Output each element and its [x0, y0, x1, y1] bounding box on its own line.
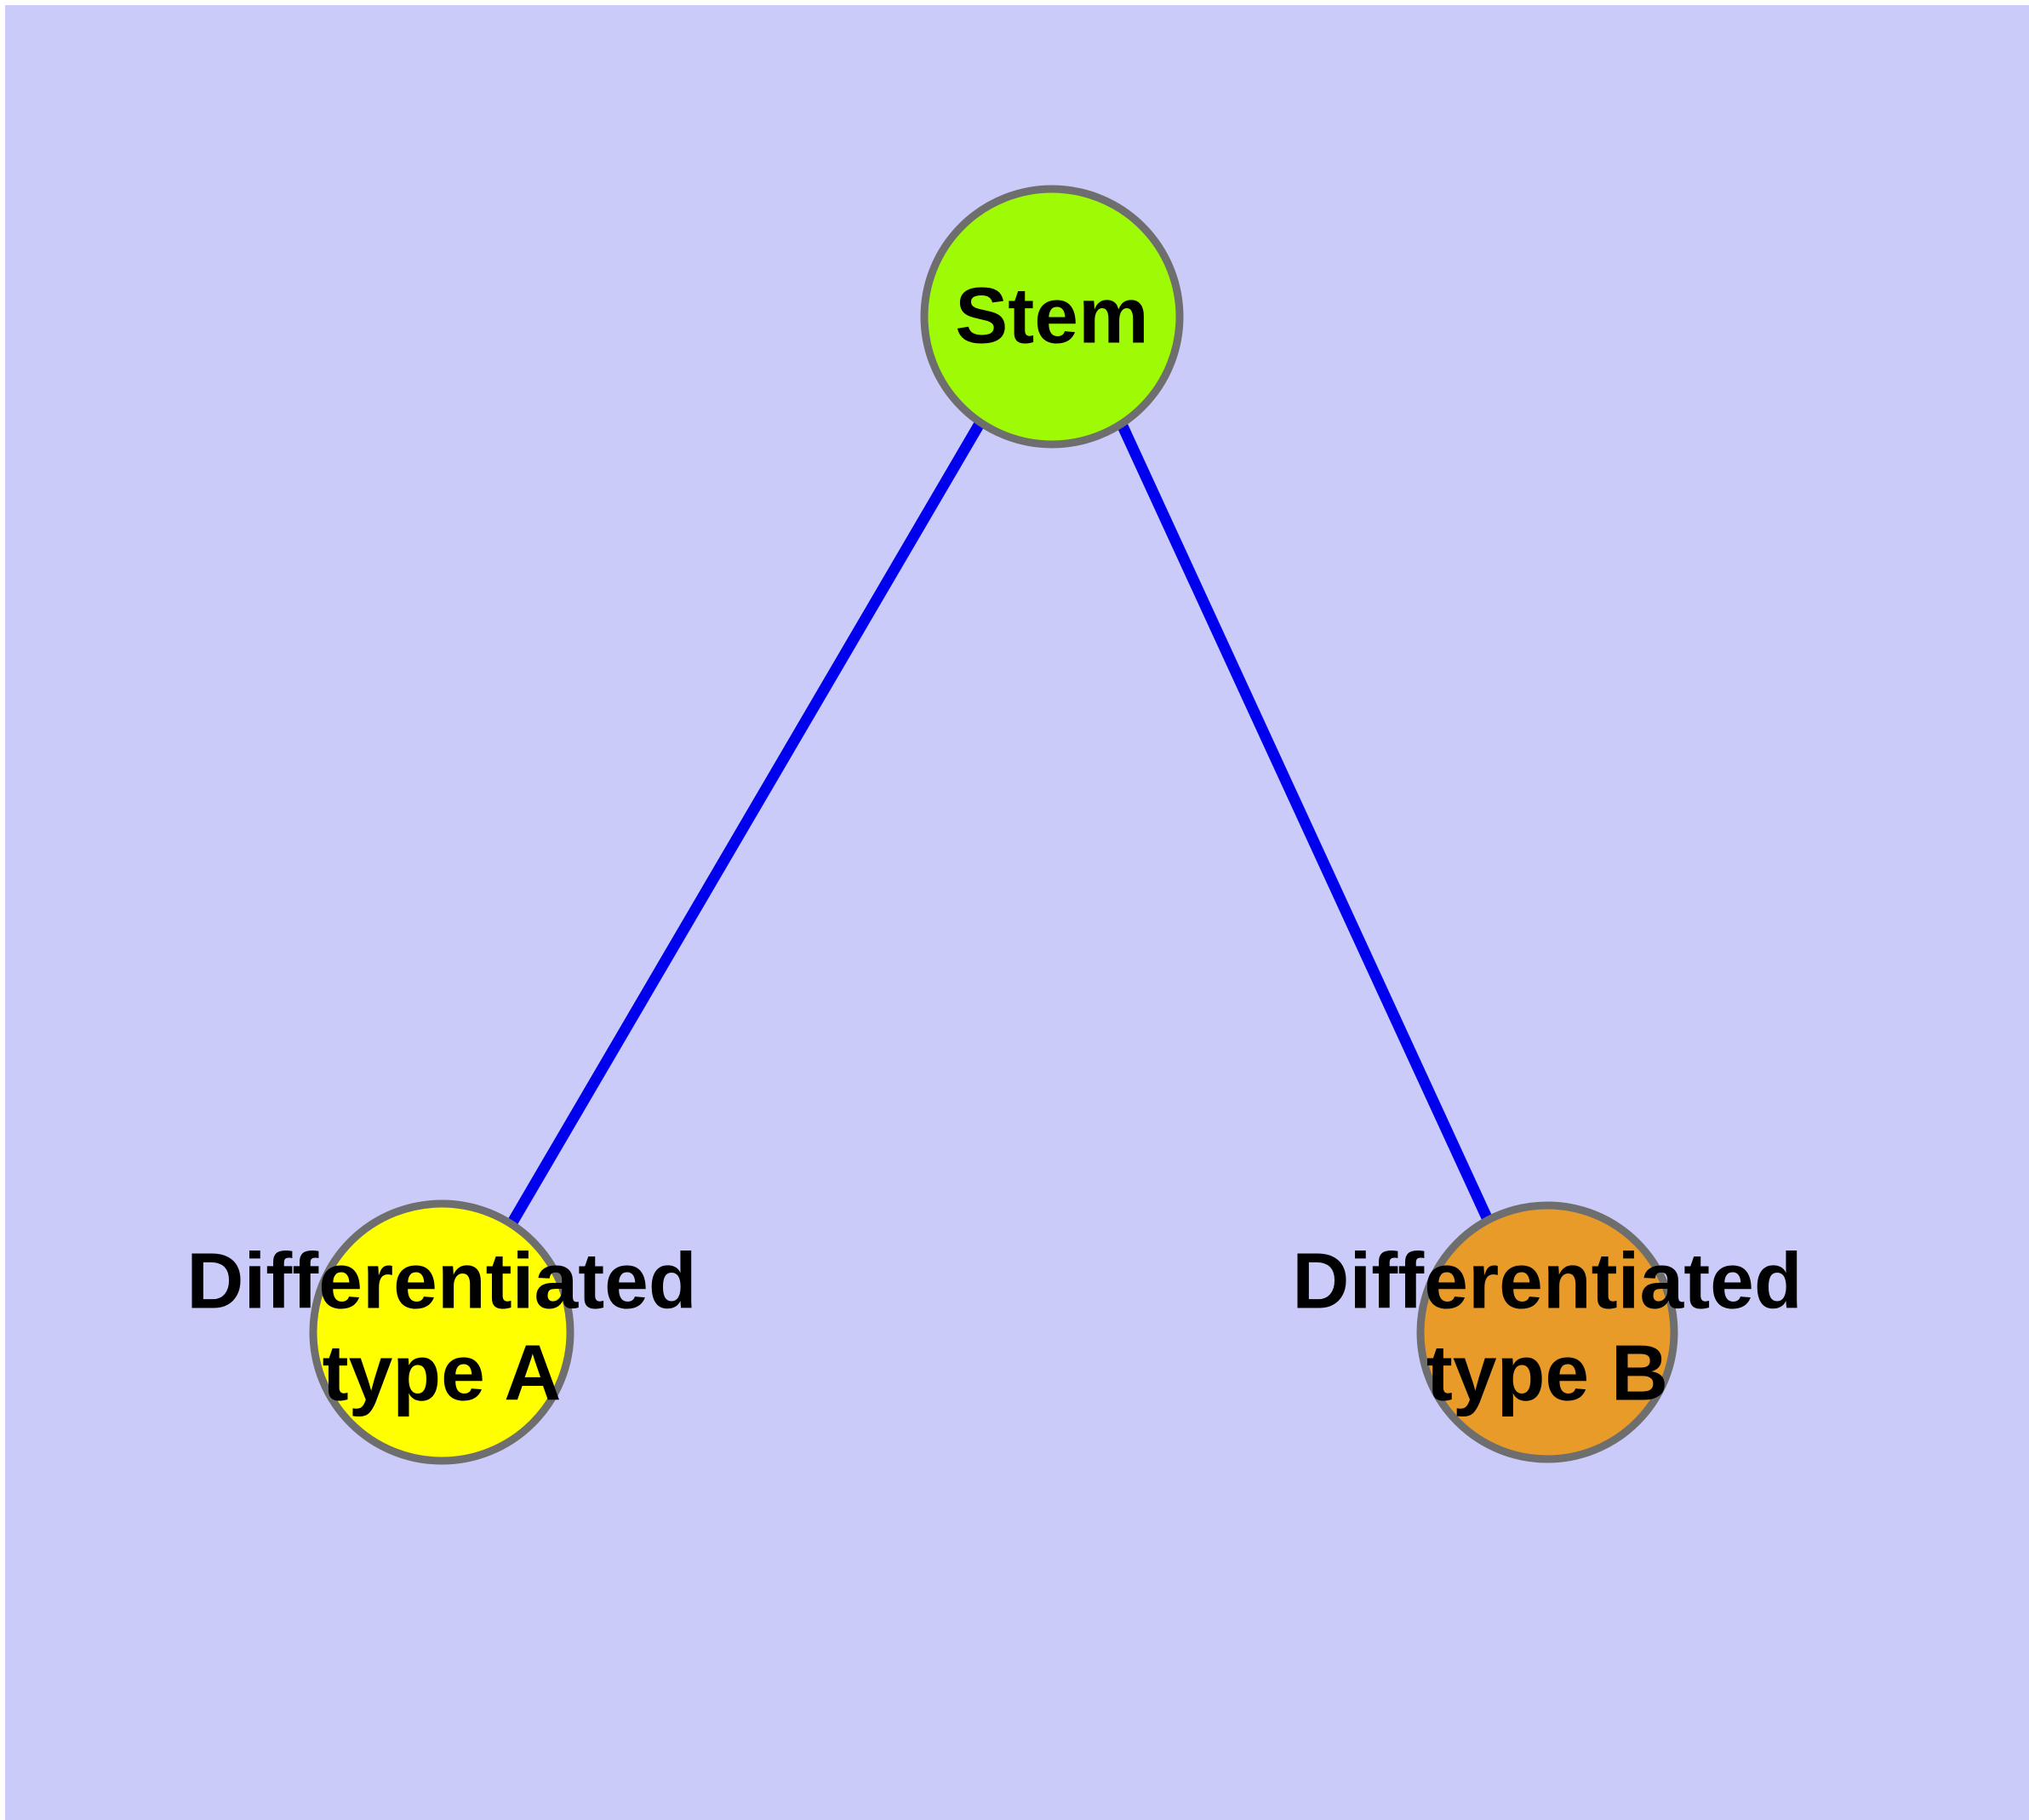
- node-differentiated-type-b[interactable]: Differentiated type B: [1292, 1201, 1803, 1463]
- node-layer: Stem Differentiated type A Differentiate…: [186, 185, 1803, 1465]
- node-differentiated-type-a-circle[interactable]: [309, 1199, 574, 1465]
- edge-layer: [507, 418, 1495, 1226]
- node-differentiated-type-b-circle[interactable]: [1416, 1201, 1678, 1463]
- node-differentiated-type-b-label-line-1: type B: [1426, 1329, 1668, 1417]
- node-stem-label-line-0: Stem: [955, 272, 1148, 360]
- node-differentiated-type-b-label-line-0: Differentiated: [1292, 1237, 1802, 1325]
- node-differentiated-type-a-label-line-1: type A: [323, 1329, 562, 1417]
- node-differentiated-type-a-label-line-0: Differentiated: [186, 1237, 696, 1325]
- edge-stem-to-differentiated-type-b[interactable]: [1115, 418, 1495, 1226]
- node-stem-circle[interactable]: [920, 185, 1184, 449]
- edge-stem-to-differentiated-type-a[interactable]: [507, 419, 986, 1226]
- node-stem[interactable]: Stem: [920, 185, 1184, 449]
- node-differentiated-type-a[interactable]: Differentiated type A: [186, 1199, 697, 1465]
